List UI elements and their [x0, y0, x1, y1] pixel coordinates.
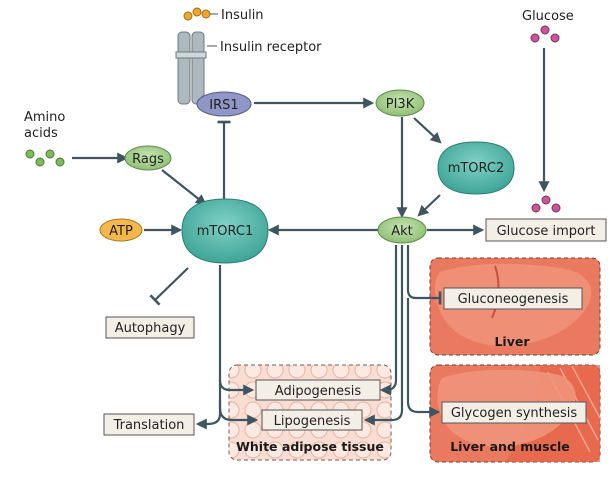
- amino-acids-label-line1: Amino: [24, 110, 65, 125]
- lipogenesis-box: Lipogenesis: [261, 409, 363, 431]
- pi3k-label: PI3K: [386, 97, 415, 112]
- glucose-import-label: Glucose import: [497, 224, 596, 239]
- inhibit-mtorc1-autophagy: [149, 267, 189, 306]
- amino-acids-label-line2: acids: [24, 126, 58, 141]
- arrow-akt-to-adipogenesis: [379, 245, 398, 396]
- adipogenesis-label: Adipogenesis: [275, 384, 362, 399]
- arrow-akt-to-lipogenesis: [363, 245, 404, 426]
- inhibit-akt-gluconeogenesis: [406, 245, 442, 305]
- liver-and-muscle-title: Liver and muscle: [450, 439, 570, 454]
- rags-node: Rags: [124, 145, 172, 171]
- akt-node: Akt: [377, 216, 427, 244]
- translation-box: Translation: [103, 413, 195, 436]
- insulin-receptor-label: Insulin receptor: [220, 40, 322, 55]
- gluconeogenesis-label: Gluconeogenesis: [458, 292, 569, 307]
- receptor-icon: [175, 31, 217, 105]
- translation-label: Translation: [113, 418, 185, 433]
- mtorc1-label: mTORC1: [197, 224, 254, 239]
- glucose-molecule-icon: [530, 25, 560, 43]
- glycogen-synthesis-box: Glycogen synthesis: [441, 401, 587, 424]
- arrow-mtorc1-to-translation: [195, 400, 222, 430]
- irs1-node: IRS1: [196, 91, 252, 117]
- gluconeogenesis-box: Gluconeogenesis: [443, 287, 583, 310]
- amino-acid-icon: [25, 149, 65, 167]
- white-adipose-tissue-title: White adipose tissue: [236, 439, 384, 454]
- insulin-label: Insulin: [221, 8, 264, 23]
- autophagy-label: Autophagy: [115, 321, 186, 336]
- mtorc1-node: mTORC1: [181, 198, 269, 264]
- autophagy-box: Autophagy: [105, 316, 195, 339]
- glycogen-synthesis-label: Glycogen synthesis: [451, 406, 578, 421]
- glucose-label: Glucose: [522, 9, 574, 24]
- pi3k-node: PI3K: [375, 89, 425, 117]
- rags-label: Rags: [132, 152, 164, 167]
- arrow-rags-to-mtorc1: [161, 169, 207, 206]
- arrow-pi3k-to-mtorc2: [413, 117, 442, 144]
- atp-node: ATP: [99, 218, 143, 242]
- arrow-akt-to-glycogen: [406, 298, 441, 418]
- mtorc2-node: mTORC2: [437, 141, 515, 195]
- adipogenesis-box: Adipogenesis: [255, 379, 381, 401]
- glucose-import-molecule-icon: [531, 195, 561, 213]
- mtorc2-label: mTORC2: [448, 161, 505, 176]
- glucose-import-box: Glucose import: [485, 218, 607, 242]
- insulin-molecule-icon: [183, 7, 218, 21]
- arrow-mtorc2-to-akt: [417, 194, 441, 217]
- liver-title: Liver: [494, 334, 530, 349]
- irs1-label: IRS1: [209, 98, 238, 113]
- lipogenesis-label: Lipogenesis: [274, 414, 351, 429]
- atp-label: ATP: [109, 224, 133, 239]
- akt-label: Akt: [391, 224, 413, 239]
